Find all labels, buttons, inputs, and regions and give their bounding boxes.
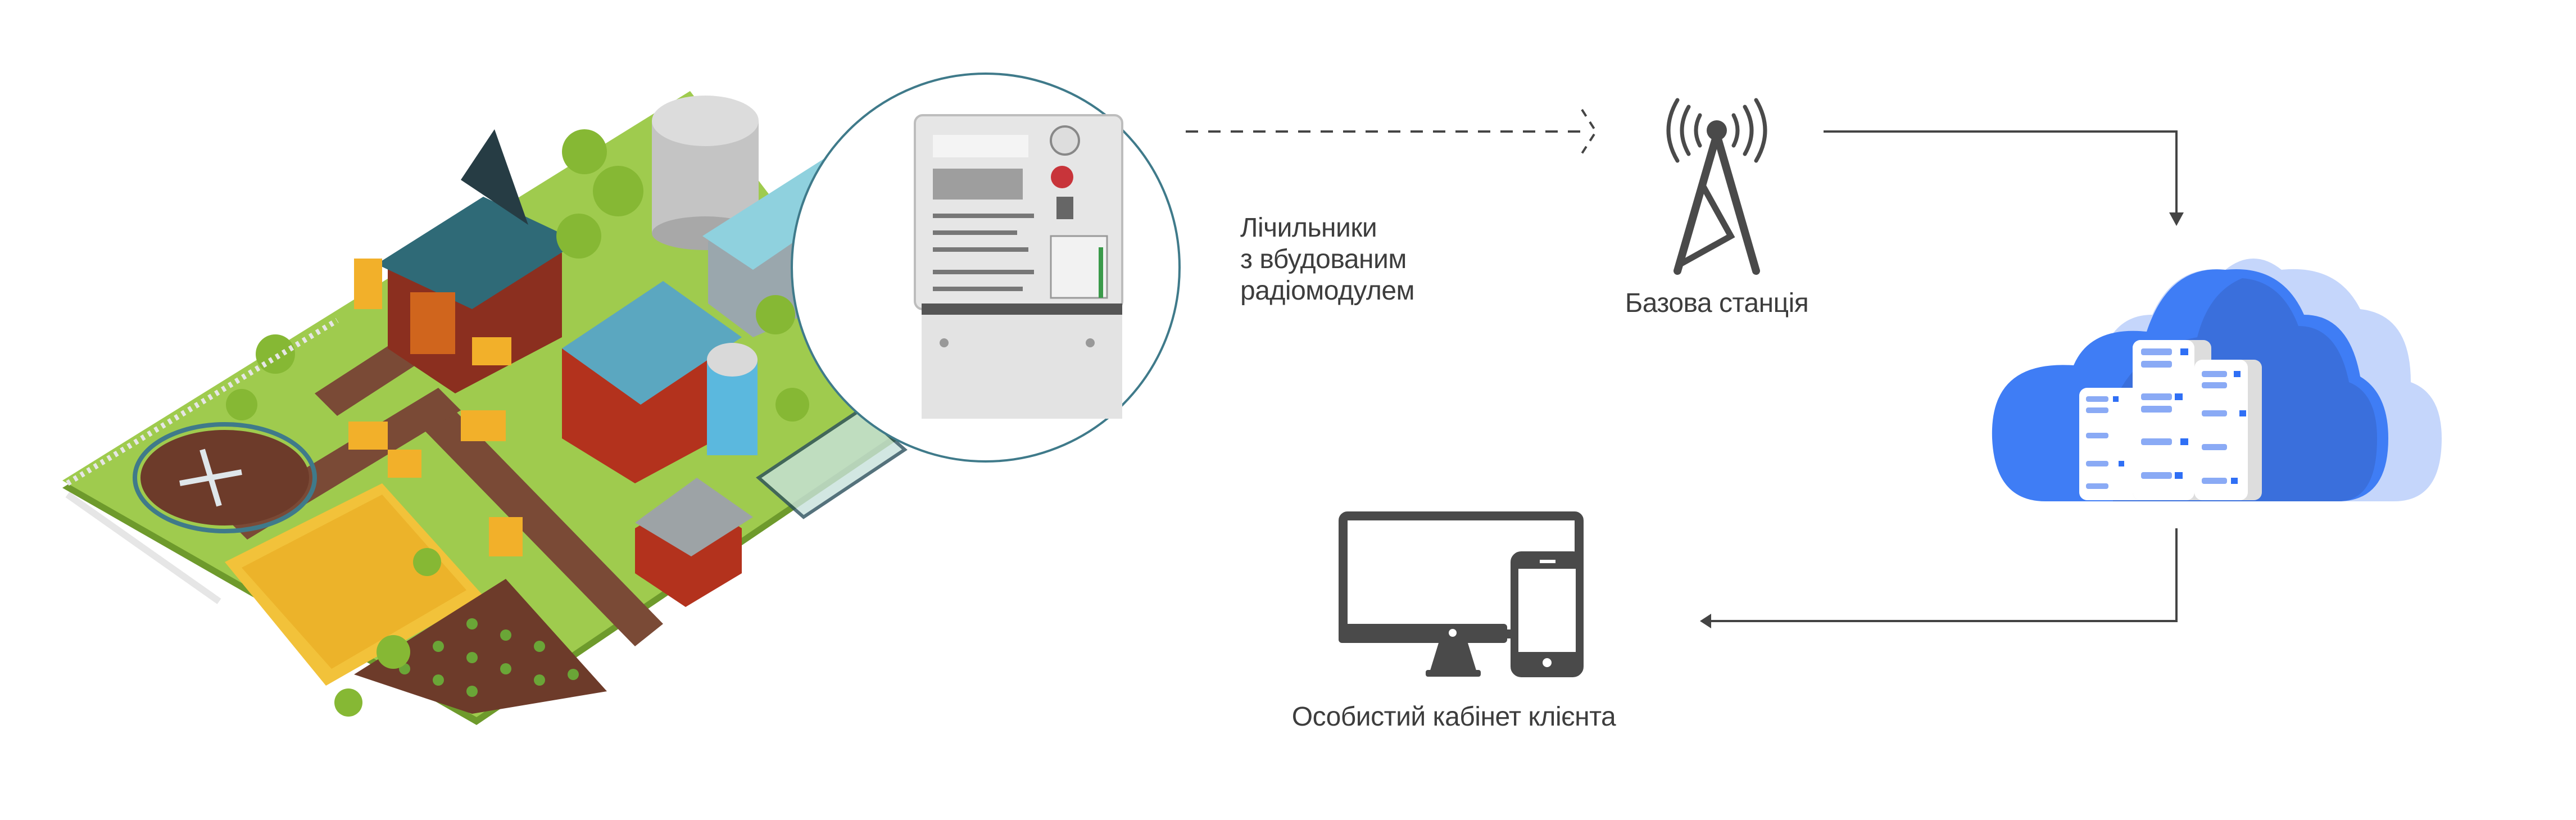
tower-to-cloud-arrow	[1824, 130, 2184, 226]
electricity-meter	[914, 114, 1123, 419]
radio-link-dashed-arrow	[1186, 108, 1598, 155]
meter-label-line1: Лічильники	[1240, 213, 1377, 243]
meter-label-line3: радіомодулем	[1240, 276, 1415, 306]
cloud-to-client-arrow	[1700, 528, 2178, 628]
base-station-label: Базова станція	[1625, 288, 1809, 318]
monitor-phone-icon	[1339, 511, 1584, 677]
farm-illustration	[62, 91, 933, 725]
meter-label-line2: з вбудованим	[1240, 244, 1407, 274]
client-cabinet-label: Особистий кабінет клієнта	[1291, 702, 1616, 732]
meter-zoom-circle	[791, 73, 1181, 463]
radio-tower-icon	[1666, 98, 1767, 275]
meter-label: Лічильники з вбудованим радіомодулем	[1240, 212, 1415, 307]
cloud-server-icon	[1992, 259, 2442, 501]
server-racks	[2079, 340, 2262, 500]
